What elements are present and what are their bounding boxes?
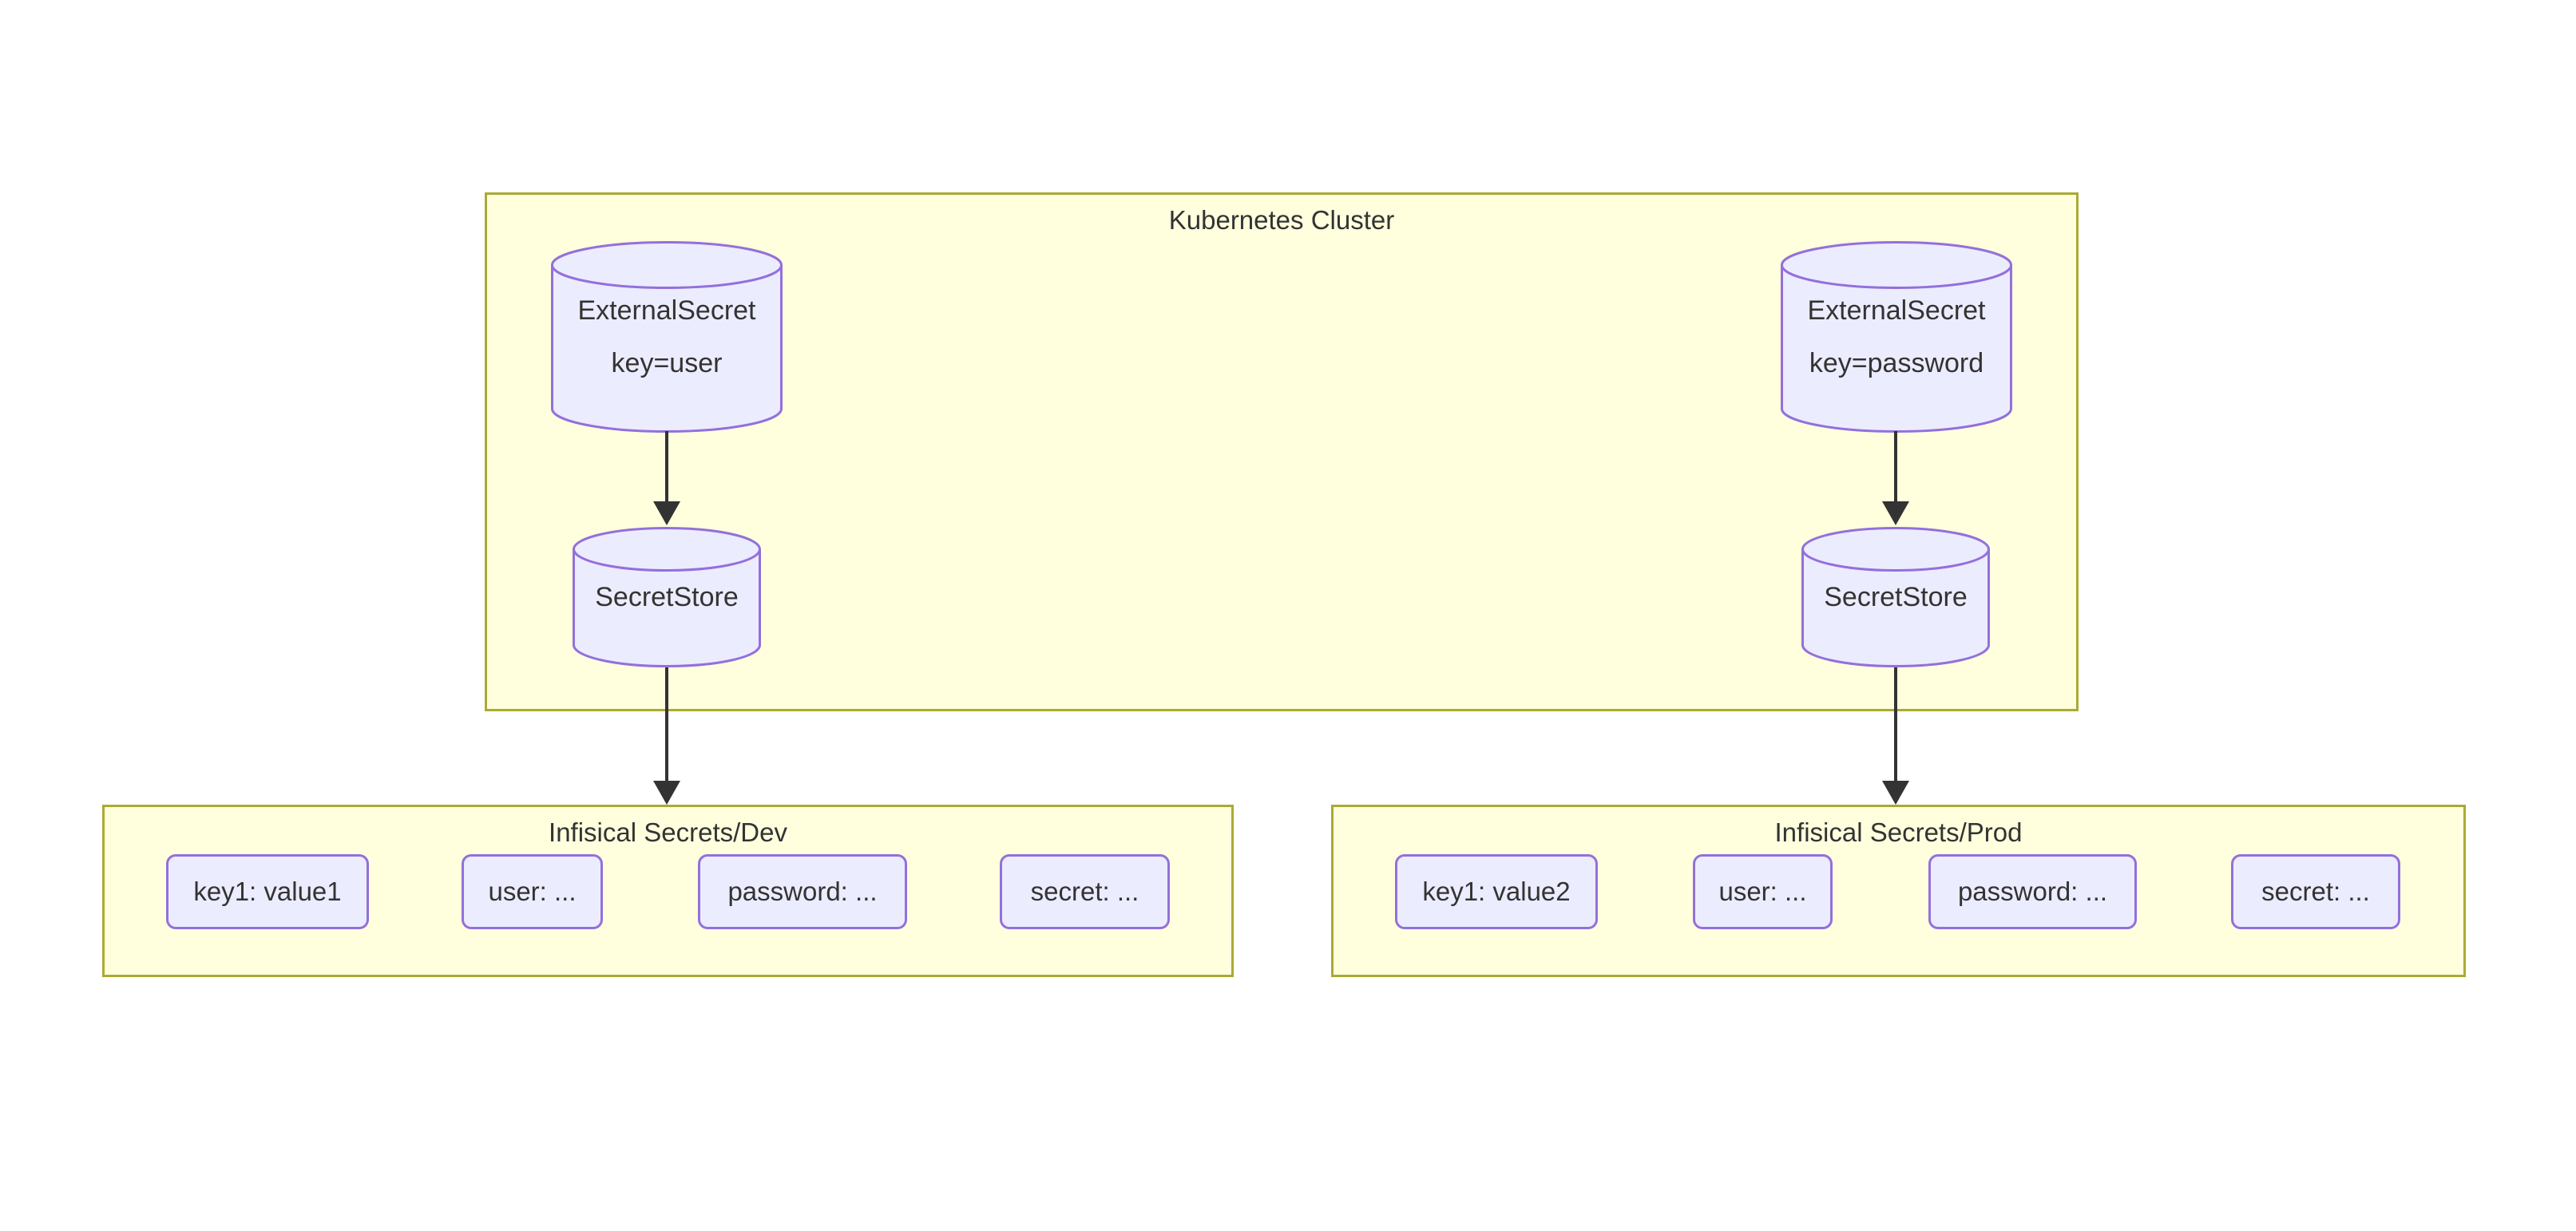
edge-line (665, 431, 668, 503)
secret-item-prod-user: user: ... (1693, 854, 1833, 929)
cylinder-icon (1781, 241, 2012, 433)
secret-item-dev-secret: secret: ... (1000, 854, 1170, 929)
node-external-secret-prod (1781, 241, 2012, 433)
edge-line (665, 667, 668, 782)
node-external-secret-dev-label: ExternalSecret key=user (551, 241, 783, 433)
node-secret-store-prod-label: SecretStore (1824, 582, 1968, 612)
node-secret-store-prod (1801, 527, 1990, 667)
edge-line (1894, 667, 1897, 782)
secret-item-prod-secret: secret: ... (2231, 854, 2400, 929)
arrowhead-down-icon (1882, 781, 1909, 805)
secret-item-prod-key1: key1: value2 (1395, 854, 1598, 929)
cylinder-icon (1801, 527, 1990, 667)
node-text-line: key=password (1809, 348, 1984, 378)
node-secret-store-dev (573, 527, 761, 667)
arrowhead-down-icon (1882, 501, 1909, 525)
node-text-line: ExternalSecret (1807, 295, 1986, 326)
secret-item-dev-key1: key1: value1 (166, 854, 369, 929)
cylinder-icon (551, 241, 783, 433)
node-external-secret-dev (551, 241, 783, 433)
node-text-line: key=user (611, 348, 723, 378)
edge-line (1894, 431, 1897, 503)
secret-item-prod-password: password: ... (1928, 854, 2137, 929)
node-text-line: ExternalSecret (577, 295, 756, 326)
secret-item-dev-password: password: ... (698, 854, 907, 929)
cluster-infisical-prod-title: Infisical Secrets/Prod (1774, 817, 2023, 847)
node-external-secret-prod-label: ExternalSecret key=password (1781, 241, 2012, 433)
cluster-infisical-dev-title: Infisical Secrets/Dev (549, 817, 787, 847)
secret-item-dev-user: user: ... (462, 854, 603, 929)
node-secret-store-dev-label: SecretStore (595, 582, 739, 612)
arrowhead-down-icon (653, 781, 680, 805)
arrowhead-down-icon (653, 501, 680, 525)
cluster-kubernetes-title: Kubernetes Cluster (1168, 205, 1395, 235)
cylinder-icon (573, 527, 761, 667)
